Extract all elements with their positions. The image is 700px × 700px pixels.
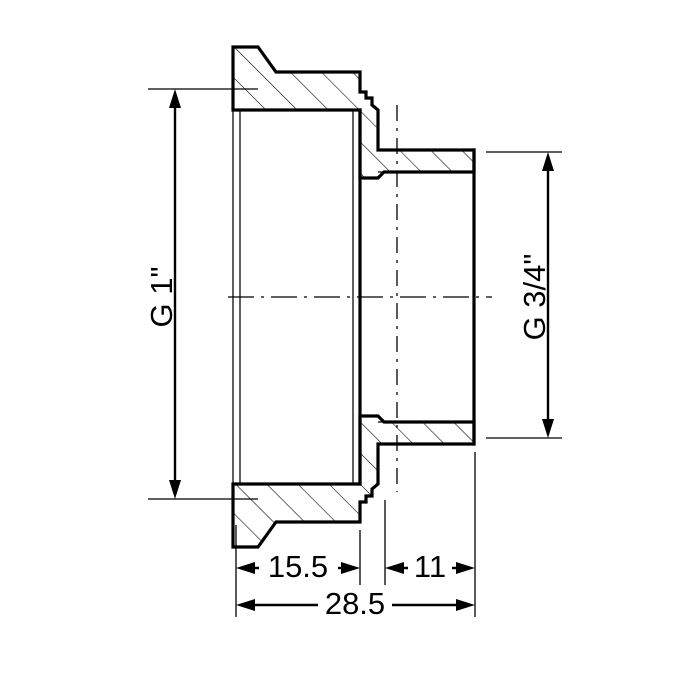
centerlines [228, 105, 492, 492]
left-dimension-group: G 1" [144, 88, 258, 500]
dim-28-5-group: 28.5 [236, 586, 475, 621]
bottom-dimension-group: 15.5 11 28.5 [235, 452, 476, 621]
dim-15-5-arrow-left [236, 562, 255, 574]
dim-11-group: 11 [385, 549, 475, 584]
left-dim-arrow-up [169, 89, 181, 108]
left-dimension-label: G 1" [144, 267, 179, 328]
dim-15-5-arrow-right [341, 562, 360, 574]
dim-28-5-arrow-left [236, 599, 255, 611]
upper-material-hatch [233, 47, 474, 178]
left-dim-arrow-down [169, 480, 181, 499]
right-dimension-label: G 3/4" [517, 254, 552, 341]
lower-material-hatch [233, 416, 474, 547]
dim-15-5-group: 15.5 [236, 549, 360, 584]
dim-28-5-label: 28.5 [325, 586, 385, 621]
dim-11-arrow-right [456, 562, 475, 574]
right-dim-arrow-up [542, 152, 554, 171]
dim-15-5-label: 15.5 [268, 549, 328, 584]
right-dimension-group: G 3/4" [486, 151, 562, 439]
right-dim-arrow-down [542, 419, 554, 438]
dim-11-arrow-left [385, 562, 404, 574]
dim-28-5-arrow-right [456, 599, 475, 611]
dim-11-label: 11 [414, 549, 446, 584]
drawing-body: G 1" G 3/4" 15.5 [144, 45, 562, 621]
